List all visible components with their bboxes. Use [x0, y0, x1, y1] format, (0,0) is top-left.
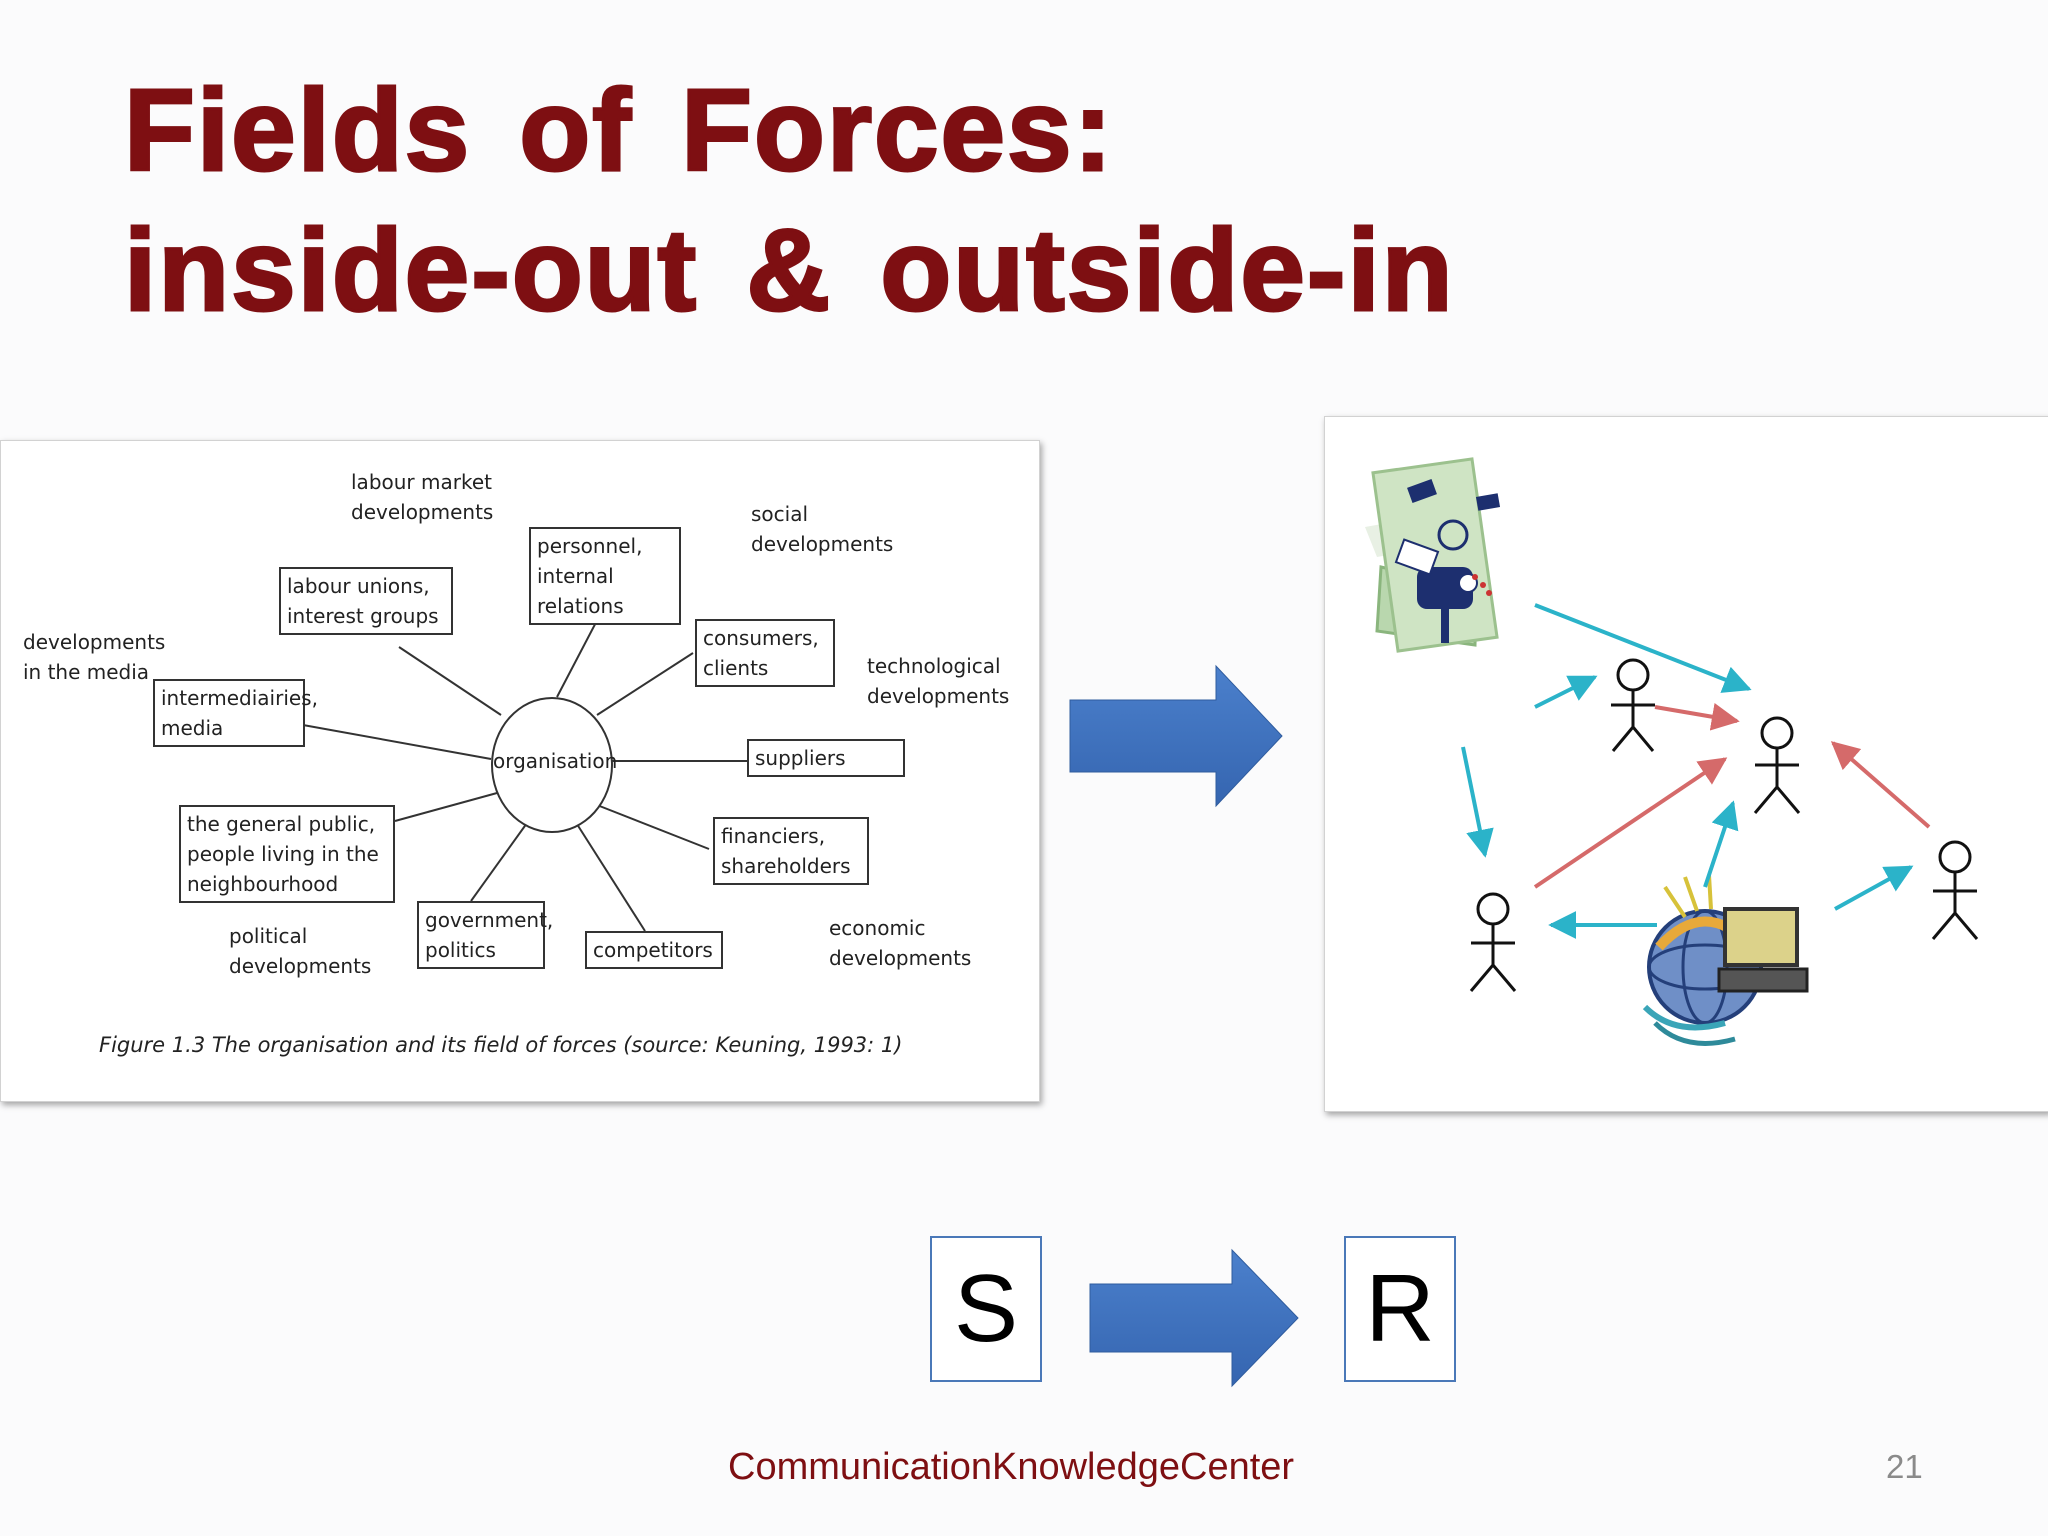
connector-general-public	[394, 792, 498, 822]
connector-competitors	[574, 820, 646, 932]
connector-financiers	[596, 804, 710, 850]
page-number: 21	[1886, 1448, 1923, 1485]
stimulus-box: S	[930, 1236, 1042, 1382]
red-arrows	[1533, 702, 1931, 889]
connector-consumers	[596, 652, 694, 716]
figure-caption: Figure 1.3 The organisation and its fiel…	[99, 1033, 903, 1057]
box-financiers: financiers, shareholders	[713, 817, 869, 885]
label-social: social developments	[751, 502, 894, 556]
label-political: political developments	[229, 924, 372, 978]
cyan-arrows	[1461, 603, 1914, 939]
organisation-node	[491, 697, 613, 833]
box-suppliers: suppliers	[747, 739, 905, 777]
box-competitors: competitors	[585, 931, 723, 969]
mailbox-clipart-icon	[1365, 457, 1501, 653]
box-government: government, politics	[417, 901, 553, 969]
box-personnel: personnel, internal relations	[529, 527, 681, 625]
box-consumers: consumers, clients	[695, 619, 835, 687]
globe-computer-clipart-icon	[1642, 874, 1809, 1046]
connector-intermediaries	[302, 724, 492, 760]
network-diagram	[1365, 457, 1979, 1046]
stick-figure-icon	[1931, 840, 1979, 940]
stick-figure-icon	[1469, 892, 1517, 992]
response-box: R	[1344, 1236, 1456, 1382]
stick-figure-icon	[1611, 658, 1655, 752]
label-technological: technological developments	[867, 654, 1010, 708]
field-of-forces-figure: organisation personnel, internal relatio…	[0, 440, 1040, 1102]
right-arrow-icon	[1069, 664, 1283, 808]
label-labour-market: labour market developments	[351, 470, 494, 524]
connector-labour-unions	[398, 646, 502, 716]
box-general-public: the general public, people living in the…	[179, 805, 395, 903]
right-arrow-icon	[1089, 1248, 1299, 1388]
stick-figure-icon	[1753, 716, 1801, 814]
box-intermediaries: intermediairies, media	[153, 679, 318, 747]
communication-network-panel	[1324, 416, 2048, 1112]
title-line-1: Fields of Forces:	[122, 65, 1115, 195]
figure-connector-lines	[302, 608, 747, 932]
title-line-2: inside-out & outside-in	[123, 205, 1455, 335]
label-economic: economic developments	[829, 916, 972, 970]
box-labour-unions: labour unions, interest groups	[279, 567, 453, 635]
connector-government	[470, 822, 528, 902]
organisation-label: organisation	[493, 749, 618, 773]
label-media-developments: developments in the media	[23, 630, 166, 684]
footer-brand: CommunicationKnowledgeCenter	[728, 1446, 1295, 1488]
